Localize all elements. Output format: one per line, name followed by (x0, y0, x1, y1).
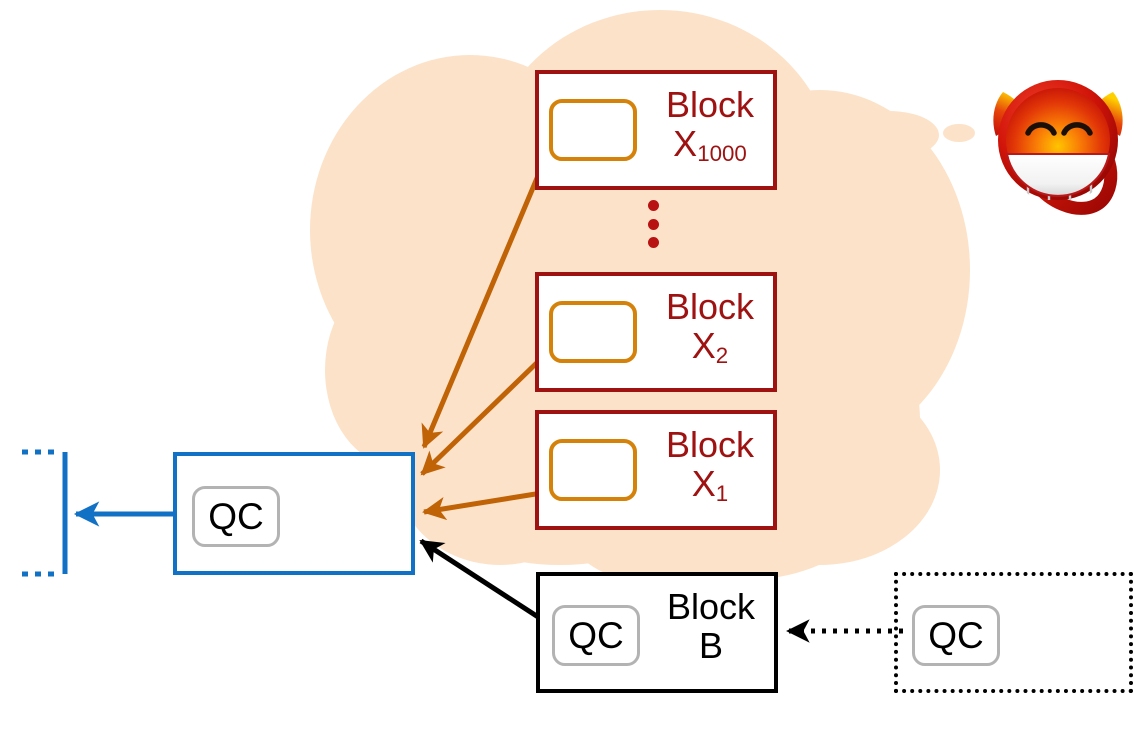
ellipsis-dot (648, 218, 659, 230)
block-x1000-slot[interactable] (549, 99, 637, 161)
pending-qc[interactable]: QC (912, 605, 1000, 666)
blocks-ellipsis (648, 200, 659, 248)
pending-qc-label: QC (928, 615, 984, 656)
block-x1000-label: Block X1000 (665, 84, 755, 166)
chain-tip-qc-label: QC (208, 496, 264, 537)
devil-grin-icon (1005, 150, 1111, 200)
arrow-blockb-to-tip (419, 538, 554, 629)
chain-tip-block[interactable]: QC (173, 452, 415, 575)
devil-eye-left-icon (1025, 122, 1057, 136)
block-x2[interactable]: Block X2 (535, 272, 777, 392)
block-b[interactable]: QC Block B (536, 572, 778, 693)
block-x1-slot[interactable] (549, 439, 637, 501)
block-b-qc[interactable]: QC (552, 605, 640, 666)
thought-bubble-large (839, 111, 939, 159)
block-x1000[interactable]: Block X1000 (535, 70, 777, 190)
pending-qc-container[interactable]: QC (894, 572, 1133, 693)
block-b-label: Block B (666, 586, 756, 666)
chain-tip-qc[interactable]: QC (192, 486, 280, 547)
arrow-x2-to-tip (420, 350, 550, 476)
block-x1[interactable]: Block X1 (535, 410, 777, 530)
block-x2-slot[interactable] (549, 301, 637, 363)
devil-emoji (993, 80, 1123, 215)
arrow-x1-to-tip (422, 489, 549, 521)
arrow-x1000-to-tip (421, 151, 551, 449)
block-x2-label: Block X2 (665, 286, 755, 368)
devil-eye-right-icon (1061, 122, 1093, 136)
existing-chain-bracket (22, 449, 68, 577)
ellipsis-dot (648, 200, 659, 211)
block-x1-label: Block X1 (665, 424, 755, 506)
block-b-qc-label: QC (568, 615, 624, 656)
ellipsis-dot (648, 237, 659, 248)
thought-bubble-small (943, 124, 975, 142)
